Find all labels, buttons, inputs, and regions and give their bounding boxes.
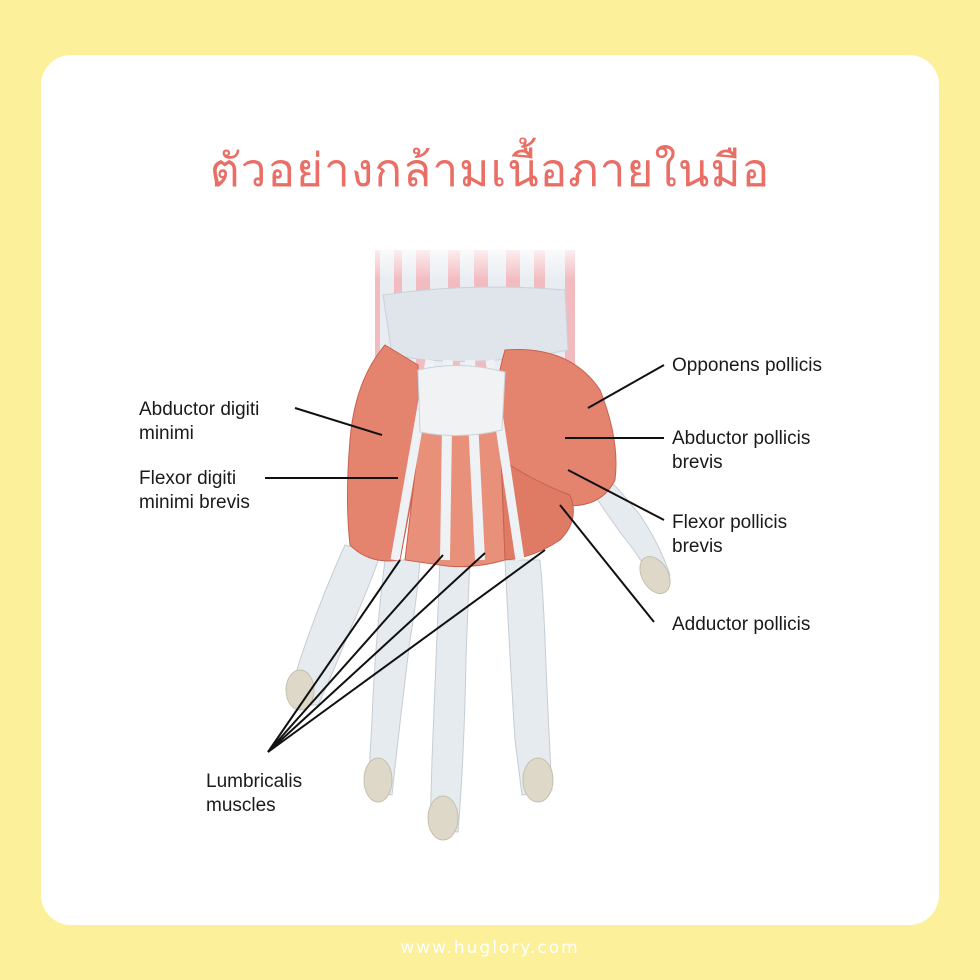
flexor-retinaculum xyxy=(382,286,569,362)
finger-ring xyxy=(363,559,421,803)
label-line: brevis xyxy=(672,452,723,473)
label-flexor-digiti-minimi-brevis: Flexor digiti minimi brevis xyxy=(139,467,250,515)
label-line: Abductor digiti xyxy=(139,399,260,420)
label-line: Flexor pollicis xyxy=(672,512,788,533)
thumb xyxy=(584,469,671,594)
label-abductor-pollicis-brevis: Abductor pollicis brevis xyxy=(672,427,810,475)
label-opponens-pollicis: Opponens pollicis xyxy=(672,354,822,378)
label-line: muscles xyxy=(206,795,276,816)
label-lumbricalis-muscles: Lumbricalis muscles xyxy=(206,770,302,818)
finger-index xyxy=(504,559,554,803)
label-line: minimi xyxy=(139,423,194,444)
label-line: Adductor pollicis xyxy=(672,614,811,635)
label-abductor-digiti-minimi: Abductor digiti minimi xyxy=(139,398,259,446)
label-line: brevis xyxy=(672,536,723,557)
muscle-lumbricals xyxy=(404,429,506,568)
leader-lines xyxy=(265,364,665,753)
label-adductor-pollicis: Adductor pollicis xyxy=(672,613,810,637)
label-line: Flexor digiti xyxy=(139,468,237,489)
label-line: Lumbricalis xyxy=(206,771,303,792)
page-title: ตัวอย่างกล้ามเนื้อภายในมือ xyxy=(209,143,771,197)
finger-middle xyxy=(427,559,471,841)
finger-little xyxy=(285,544,381,711)
label-flexor-pollicis-brevis: Flexor pollicis brevis xyxy=(672,511,787,559)
label-line: Abductor pollicis xyxy=(672,428,811,449)
label-line: minimi brevis xyxy=(139,492,250,513)
palmar-aponeurosis xyxy=(417,365,506,437)
footer-url[interactable]: www.huglory.com xyxy=(400,938,580,958)
label-line: Opponens pollicis xyxy=(672,355,822,376)
